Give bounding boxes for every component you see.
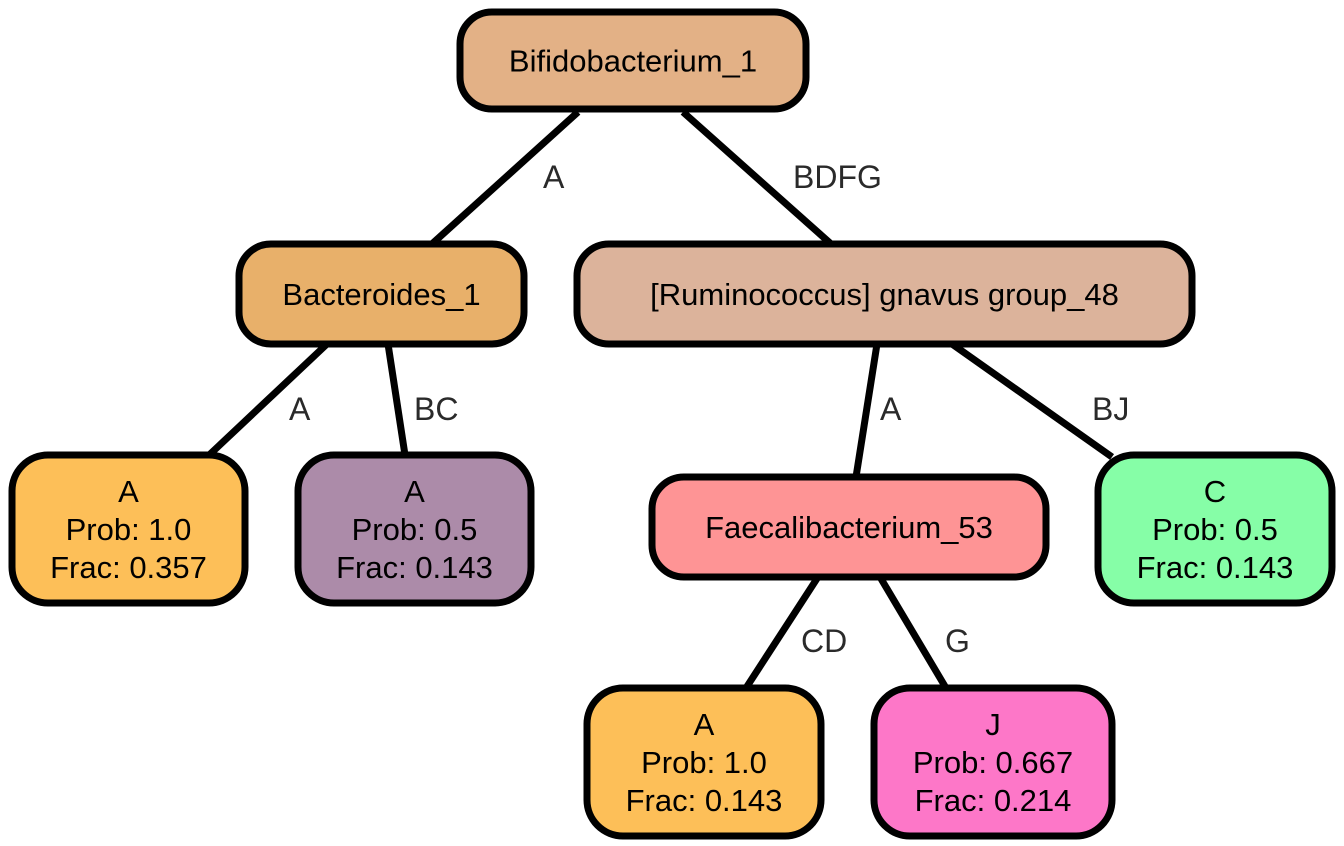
- node-detail: Frac: 0.143: [626, 783, 783, 818]
- edge-n-bacteroides-to-n-leaf-a1: A: [204, 341, 330, 460]
- node-title: C: [1204, 474, 1226, 509]
- edge-n-faecali-to-n-leaf-a3: CD: [743, 575, 847, 690]
- node-box: [456, 8, 810, 113]
- node-title: [Ruminococcus] gnavus group_48: [650, 277, 1119, 312]
- node-detail: Prob: 1.0: [641, 745, 767, 780]
- node-box: [870, 684, 1116, 840]
- node-title: Bacteroides_1: [282, 277, 480, 312]
- edge-label: BDFG: [793, 159, 882, 195]
- node-box: [1094, 451, 1336, 607]
- node-detail: Prob: 1.0: [66, 512, 192, 547]
- edge-n-faecali-to-n-leaf-j: G: [876, 575, 970, 690]
- edge-n-root-to-n-ruminococcus: BDFG: [680, 109, 882, 246]
- node-title: Bifidobacterium_1: [509, 44, 757, 79]
- edge-label: BJ: [1092, 391, 1129, 427]
- edge-label: BC: [414, 391, 458, 427]
- node-box: [648, 473, 1050, 581]
- edge-n-ruminococcus-to-n-faecali: A: [852, 343, 902, 478]
- edge-line: [384, 343, 409, 456]
- edge-label: CD: [801, 623, 847, 659]
- node-detail: Frac: 0.357: [50, 550, 207, 585]
- node-title: A: [404, 474, 425, 509]
- edge-label: A: [289, 391, 311, 427]
- edge-line: [204, 341, 330, 460]
- node-detail: Prob: 0.5: [352, 512, 478, 547]
- node-detail: Frac: 0.214: [915, 783, 1072, 818]
- node-detail: Prob: 0.667: [913, 745, 1073, 780]
- tree-node-root: Bifidobacterium_1: [456, 8, 810, 113]
- node-detail: Prob: 0.5: [1152, 512, 1278, 547]
- edge-line: [430, 109, 581, 246]
- edge-n-root-to-n-bacteroides: A: [430, 109, 581, 246]
- node-box: [235, 240, 528, 348]
- edge-label: A: [543, 159, 565, 195]
- edge-line: [680, 109, 833, 246]
- edge-line: [743, 575, 821, 690]
- edge-n-bacteroides-to-n-leaf-a2: BC: [384, 343, 458, 456]
- edge-line: [876, 575, 950, 690]
- node-detail: Frac: 0.143: [1137, 550, 1294, 585]
- node-title: Faecalibacterium_53: [705, 510, 993, 545]
- edge-line: [852, 343, 881, 478]
- edge-label: G: [945, 623, 970, 659]
- node-title: A: [694, 707, 715, 742]
- node-title: A: [118, 474, 139, 509]
- edge-layer: A BDFG A BC A BJ CD G: [204, 109, 1129, 690]
- node-box: [573, 240, 1196, 348]
- tree-node-faecali: Faecalibacterium_53: [648, 473, 1050, 581]
- edge-line: [949, 341, 1115, 460]
- tree-node-ruminococcus: [Ruminococcus] gnavus group_48: [573, 240, 1196, 348]
- node-box: [294, 451, 535, 607]
- node-box: [583, 684, 825, 840]
- node-detail: Frac: 0.143: [336, 550, 493, 585]
- edge-label: A: [880, 391, 902, 427]
- node-title: J: [985, 707, 1001, 742]
- edge-n-ruminococcus-to-n-leaf-c: BJ: [949, 341, 1129, 460]
- tree-node-bacteroides: Bacteroides_1: [235, 240, 528, 348]
- node-box: [8, 451, 249, 607]
